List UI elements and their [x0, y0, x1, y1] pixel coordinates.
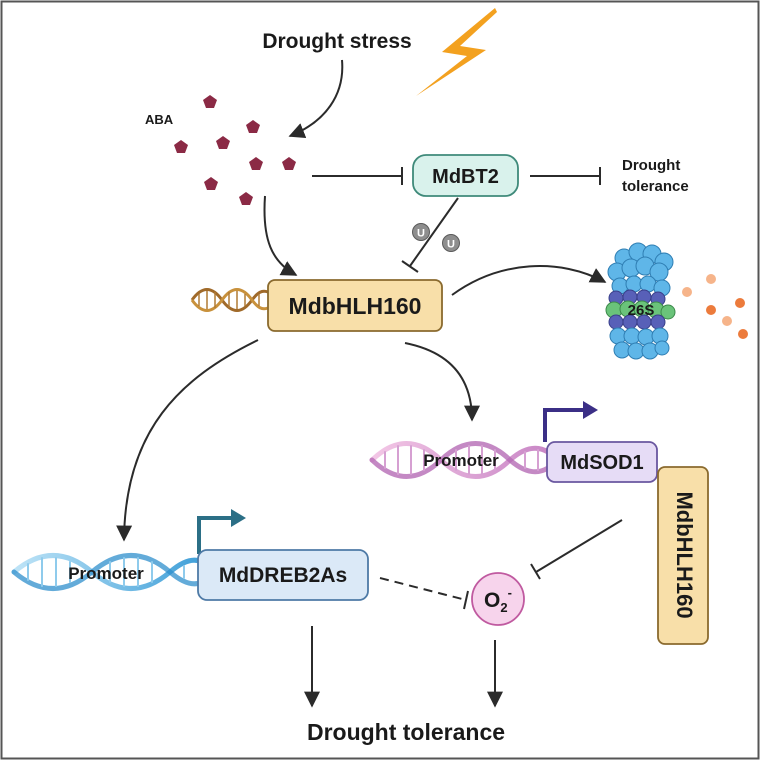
mddreb2as-box	[197, 549, 369, 601]
aba-molecule	[174, 140, 188, 153]
superoxide-circle	[471, 572, 525, 626]
arrow-stress-to-aba	[288, 59, 344, 139]
ubiquitin-1: U	[412, 223, 430, 241]
mdbt2-box	[412, 154, 519, 197]
fragment-dot	[706, 274, 716, 284]
dna-strand-top	[190, 288, 269, 312]
fragment-dot	[682, 287, 692, 297]
dna-strand-left	[11, 553, 205, 591]
inhibition-bar	[530, 563, 541, 580]
aba-label: ABA	[145, 112, 174, 127]
aba-molecule	[216, 136, 230, 149]
mdbhlh160-vertical-box	[657, 466, 709, 645]
aba-molecule	[282, 157, 296, 170]
tss-arrowhead-mddreb2as	[231, 509, 246, 527]
ubiquitin-2: U	[442, 234, 460, 252]
tss-arrow-mdsod1	[543, 408, 585, 442]
dna-strand-right	[369, 441, 551, 479]
ubiquitin-label: U	[447, 239, 455, 251]
inhibition-mdbt2-to-mdbhlh160	[409, 197, 459, 267]
inhibition-bar	[401, 260, 419, 273]
mdsod1-box	[546, 441, 658, 483]
aba-molecule	[246, 120, 260, 133]
arrow-mdbhlh160-to-proteasome	[451, 265, 607, 296]
drought-stress-label: Drought stress	[262, 30, 411, 53]
promoter-right-label: Promoter	[423, 451, 499, 470]
fragment-dot	[706, 305, 716, 315]
proteasome-label: 26S	[628, 302, 655, 319]
degraded-fragments	[682, 274, 748, 339]
proteasome-26s-icon	[605, 242, 676, 360]
tss-arrow-mddreb2as	[197, 516, 233, 554]
inhibition-bar	[463, 590, 469, 610]
promoter-left-label: Promoter	[68, 564, 144, 583]
mdbhlh160-label: MdbHLH160	[289, 293, 422, 319]
drought-tolerance-top-line2: tolerance	[622, 178, 689, 195]
aba-molecule	[249, 157, 263, 170]
arrow-mdbhlh160-to-mddreb2as	[116, 339, 259, 542]
mdsod1-label: MdSOD1	[560, 452, 643, 474]
tss-arrowhead-mdsod1	[583, 401, 598, 419]
mddreb2as-label: MdDREB2As	[219, 564, 347, 587]
mdbhlh160-vertical-label: MdbHLH160	[672, 491, 697, 618]
drought-tolerance-bottom-label: Drought tolerance	[307, 719, 505, 745]
mdbt2-label: MdBT2	[432, 166, 499, 188]
superoxide-label: O2-	[484, 585, 512, 615]
aba-molecule	[203, 95, 217, 108]
arrow-mdbhlh160-to-mdsod1	[404, 342, 480, 422]
aba-molecules	[174, 95, 296, 205]
fragment-dot	[735, 298, 745, 308]
dashed-inhibition-dreb-to-ros	[379, 577, 467, 601]
ubiquitin-label: U	[417, 228, 425, 240]
lightning-bolt-icon	[416, 8, 497, 96]
fragment-dot	[722, 316, 732, 326]
aba-molecule	[204, 177, 218, 190]
arrow-aba-to-mdbhlh160	[263, 195, 298, 276]
mdbhlh160-box	[267, 279, 443, 332]
inhibition-mdsod1-to-ros	[535, 519, 623, 573]
drought-tolerance-top-line1: Drought	[622, 157, 680, 174]
aba-molecule	[239, 192, 253, 205]
fragment-dot	[738, 329, 748, 339]
